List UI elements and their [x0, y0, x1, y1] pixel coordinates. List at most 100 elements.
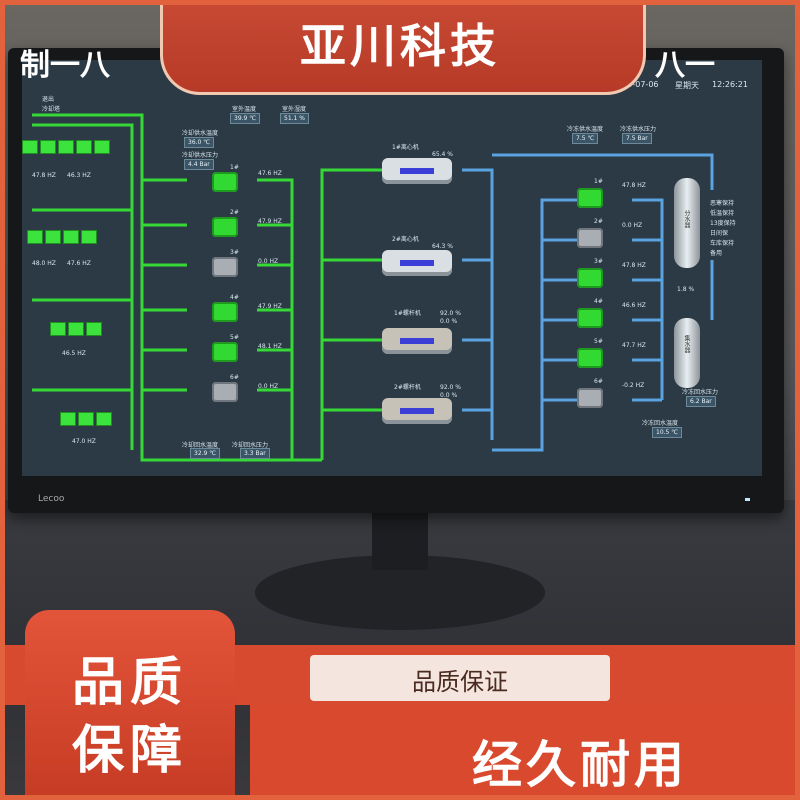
cooling-return-press: 3.3 Bar	[240, 448, 270, 459]
return-header-tank[interactable]	[674, 318, 700, 388]
chilled-pump-2[interactable]	[577, 228, 603, 248]
screw-chiller-1[interactable]	[382, 328, 452, 354]
pump-freq: 47.6 HZ	[258, 170, 282, 177]
tower-fan[interactable]	[27, 230, 43, 244]
pipe-network	[32, 113, 714, 462]
footer-slogan: 经久耐用	[472, 736, 688, 794]
pump-freq: 46.6 HZ	[622, 302, 646, 309]
tower-fan[interactable]	[22, 140, 38, 154]
cooling-supply-press-label: 冷却供水压力	[182, 152, 219, 159]
chilled-pump-6[interactable]	[577, 388, 603, 408]
tower-fan[interactable]	[96, 412, 112, 426]
tower-fan[interactable]	[76, 140, 92, 154]
legend-item: 恶寒保持	[710, 200, 735, 207]
pump-name: 5#	[230, 334, 239, 341]
tower-fan[interactable]	[94, 140, 110, 154]
chilled-return-temp-label: 冷冻回水温度	[642, 420, 679, 427]
pump-name: 1#	[230, 164, 239, 171]
cooling-pump-1[interactable]	[212, 172, 238, 192]
supply-header-tank[interactable]	[674, 178, 700, 268]
pump-freq: 47.9 HZ	[258, 303, 282, 310]
chilled-pump-3[interactable]	[577, 268, 603, 288]
chilled-pump-4[interactable]	[577, 308, 603, 328]
tower-fan[interactable]	[68, 322, 84, 336]
chiller-name: 2#螺杆机	[394, 384, 421, 391]
tower-fan[interactable]	[45, 230, 61, 244]
tank-label: 分水器	[683, 210, 690, 228]
chilled-supply-temp-label: 冷冻供水温度	[567, 126, 604, 133]
pump-name: 4#	[594, 298, 603, 305]
pump-name: 2#	[230, 209, 239, 216]
pump-freq: 47.9 HZ	[258, 218, 282, 225]
tower-fan[interactable]	[58, 140, 74, 154]
footer-bar	[250, 705, 800, 800]
ribbon-label-box	[310, 655, 610, 701]
pump-name: 6#	[230, 374, 239, 381]
chilled-pump-5[interactable]	[577, 348, 603, 368]
tower-fan[interactable]	[78, 412, 94, 426]
cooling-pump-3[interactable]	[212, 257, 238, 277]
chilled-return-press-label: 冷冻回水压力	[682, 389, 719, 396]
scada-screen: 退出 冷却塔 2025-07-06 星期天 12:26:21 室外温度 39.9…	[22, 60, 762, 476]
centrifugal-chiller-1[interactable]	[382, 158, 452, 184]
cooling-pump-4[interactable]	[212, 302, 238, 322]
cooling-pump-2[interactable]	[212, 217, 238, 237]
monitor-stand-neck	[372, 510, 428, 570]
tower-fan[interactable]	[81, 230, 97, 244]
outdoor-humidity-label: 室外湿度	[282, 106, 307, 113]
cooling-supply-temp-label: 冷却供水温度	[182, 130, 219, 137]
pump-name: 3#	[594, 258, 603, 265]
pump-name: 1#	[594, 178, 603, 185]
centrifugal-chiller-2[interactable]	[382, 250, 452, 276]
chilled-supply-temp: 7.5 ℃	[572, 133, 599, 144]
date-display: 2025-07-06	[612, 80, 659, 89]
legend-item: 日间保	[710, 230, 729, 237]
screw-chiller-2[interactable]	[382, 398, 452, 424]
chiller-load-2: 0.0 %	[440, 318, 458, 325]
quality-badge	[25, 610, 235, 800]
bypass-value: 1.8 %	[677, 286, 695, 293]
chiller-load-2: 0.0 %	[440, 392, 458, 399]
chilled-pump-1[interactable]	[577, 188, 603, 208]
pump-freq: 48.1 HZ	[258, 343, 282, 350]
power-led	[745, 498, 750, 501]
chilled-return-temp: 10.5 ℃	[652, 427, 683, 438]
back-button[interactable]: 退出	[42, 96, 55, 103]
chilled-return-press: 6.2 Bar	[686, 396, 716, 407]
cooling-return-temp: 32.9 ℃	[190, 448, 221, 459]
chiller-load: 64.3 %	[432, 243, 453, 250]
pump-freq: 0.0 HZ	[258, 383, 279, 390]
tower-freq: 46.5 HZ	[62, 350, 86, 357]
pump-freq: 47.7 HZ	[622, 342, 646, 349]
tower-fan[interactable]	[86, 322, 102, 336]
tower-freq: 47.6 HZ	[67, 260, 91, 267]
pump-name: 2#	[594, 218, 603, 225]
tower-fan[interactable]	[60, 412, 76, 426]
monitor-brand: Lecoo	[38, 494, 65, 504]
cooling-tower-label: 冷却塔	[42, 106, 61, 113]
banner-partial-right: 八一	[655, 48, 715, 83]
tower-fan[interactable]	[50, 322, 66, 336]
top-banner	[160, 0, 646, 95]
tower-fan[interactable]	[63, 230, 79, 244]
outdoor-temp-value: 39.9 ℃	[230, 113, 261, 124]
cooling-pump-5[interactable]	[212, 342, 238, 362]
cooling-return-press-label: 冷却回水压力	[232, 442, 269, 449]
outdoor-humidity-value: 51.1 %	[280, 113, 309, 124]
chilled-supply-press: 7.5 Bar	[622, 133, 652, 144]
chilled-pipes	[462, 153, 714, 452]
cooling-supply-press: 4.4 Bar	[184, 159, 214, 170]
cooling-pump-6[interactable]	[212, 382, 238, 402]
pump-name: 3#	[230, 249, 239, 256]
badge-line-2: 保障	[71, 721, 188, 781]
chiller-name: 2#离心机	[392, 236, 419, 243]
cooling-return-temp-label: 冷却回水温度	[182, 442, 219, 449]
pump-name: 6#	[594, 378, 603, 385]
company-title: 亚川科技	[300, 19, 500, 73]
legend-item: 车库保持	[710, 240, 735, 247]
chiller-load: 65.4 %	[432, 151, 453, 158]
cooling-pipes	[32, 113, 382, 462]
weekday-display: 星期天	[675, 81, 699, 90]
tower-fan[interactable]	[40, 140, 56, 154]
time-display: 12:26:21	[712, 80, 748, 89]
